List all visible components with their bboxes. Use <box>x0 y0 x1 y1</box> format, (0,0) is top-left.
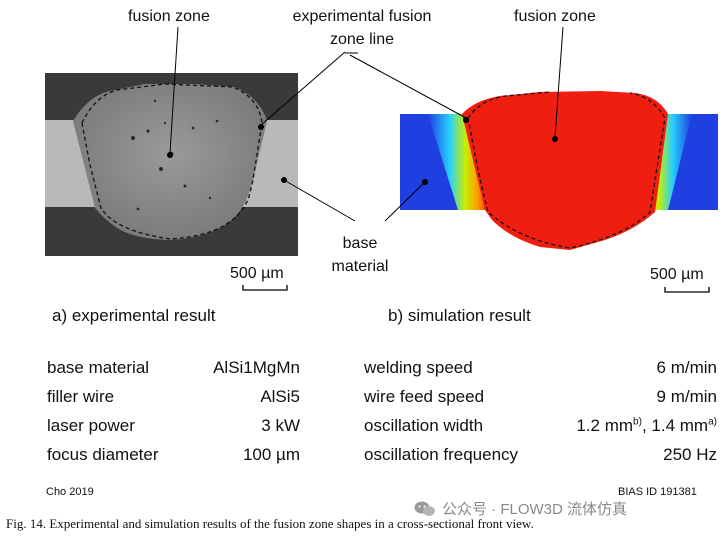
label-fusion-zone-left: fusion zone <box>128 8 210 25</box>
watermark: 公众号 · FLOW3D 流体仿真 <box>414 498 627 519</box>
sim-fusion-zone <box>462 91 668 250</box>
param-value: 9 m/min <box>656 387 717 406</box>
scale-label-right: 500 µm <box>650 266 704 283</box>
bias-id: BIAS ID 191381 <box>618 486 697 498</box>
label-base-1: base <box>342 235 378 252</box>
sim-experimental-fusion-line-top <box>467 91 551 119</box>
param-name: filler wire <box>47 387 115 406</box>
param-name: oscillation width <box>364 416 484 435</box>
label-exp-line-2: zone line <box>329 31 395 48</box>
weld-bead <box>73 84 267 240</box>
label-exp-line-1: experimental fusion <box>292 8 432 25</box>
osc-width-s1: b) <box>633 416 642 428</box>
sim-experimental-fusion-line <box>467 92 666 249</box>
param-name: wire feed speed <box>364 387 485 406</box>
osc-width-s2: a) <box>708 416 717 428</box>
osc-width-v1: 1.2 mm <box>576 416 634 435</box>
source-credit: Cho 2019 <box>46 486 94 498</box>
param-name: welding speed <box>364 358 473 377</box>
param-value: 6 m/min <box>656 358 717 377</box>
param-name: oscillation frequency <box>364 445 519 464</box>
watermark-text: 公众号 · FLOW3D 流体仿真 <box>442 501 628 518</box>
scale-bar-left <box>242 285 288 291</box>
figure-caption: Fig. 14. Experimental and simulation res… <box>6 516 534 531</box>
param-value: 100 µm <box>242 445 300 464</box>
param-value: AlSi1MgMn <box>213 358 300 377</box>
annotation-pointers <box>167 26 710 293</box>
scale-label-left: 500 µm <box>230 265 284 282</box>
label-base-2: material <box>331 258 389 275</box>
simulation-result <box>400 91 718 250</box>
wechat-icon <box>414 501 435 516</box>
scale-bar-right <box>664 287 710 293</box>
param-value: AlSi5 <box>260 387 300 406</box>
param-value: 250 Hz <box>663 445 717 464</box>
osc-width-v2: 1.4 mm <box>651 416 709 435</box>
param-value: 3 kW <box>261 416 300 435</box>
experimental-fusion-line-left <box>81 83 171 240</box>
label-base-material: base material <box>315 235 405 276</box>
param-name: focus diameter <box>47 445 159 464</box>
param-name: base material <box>47 358 150 377</box>
experimental-micrograph <box>45 73 298 256</box>
param-value-oscillation-width: 1.2 mmb), 1.4 mma) <box>520 416 717 436</box>
subtitle-a: a) experimental result <box>52 306 216 325</box>
param-name: laser power <box>47 416 135 435</box>
subtitle-b: b) simulation result <box>388 306 531 325</box>
osc-width-sep: , <box>641 416 652 435</box>
label-fusion-zone-right: fusion zone <box>514 8 596 25</box>
label-experimental-fusion-zone-line: experimental fusion zone line <box>272 8 452 49</box>
